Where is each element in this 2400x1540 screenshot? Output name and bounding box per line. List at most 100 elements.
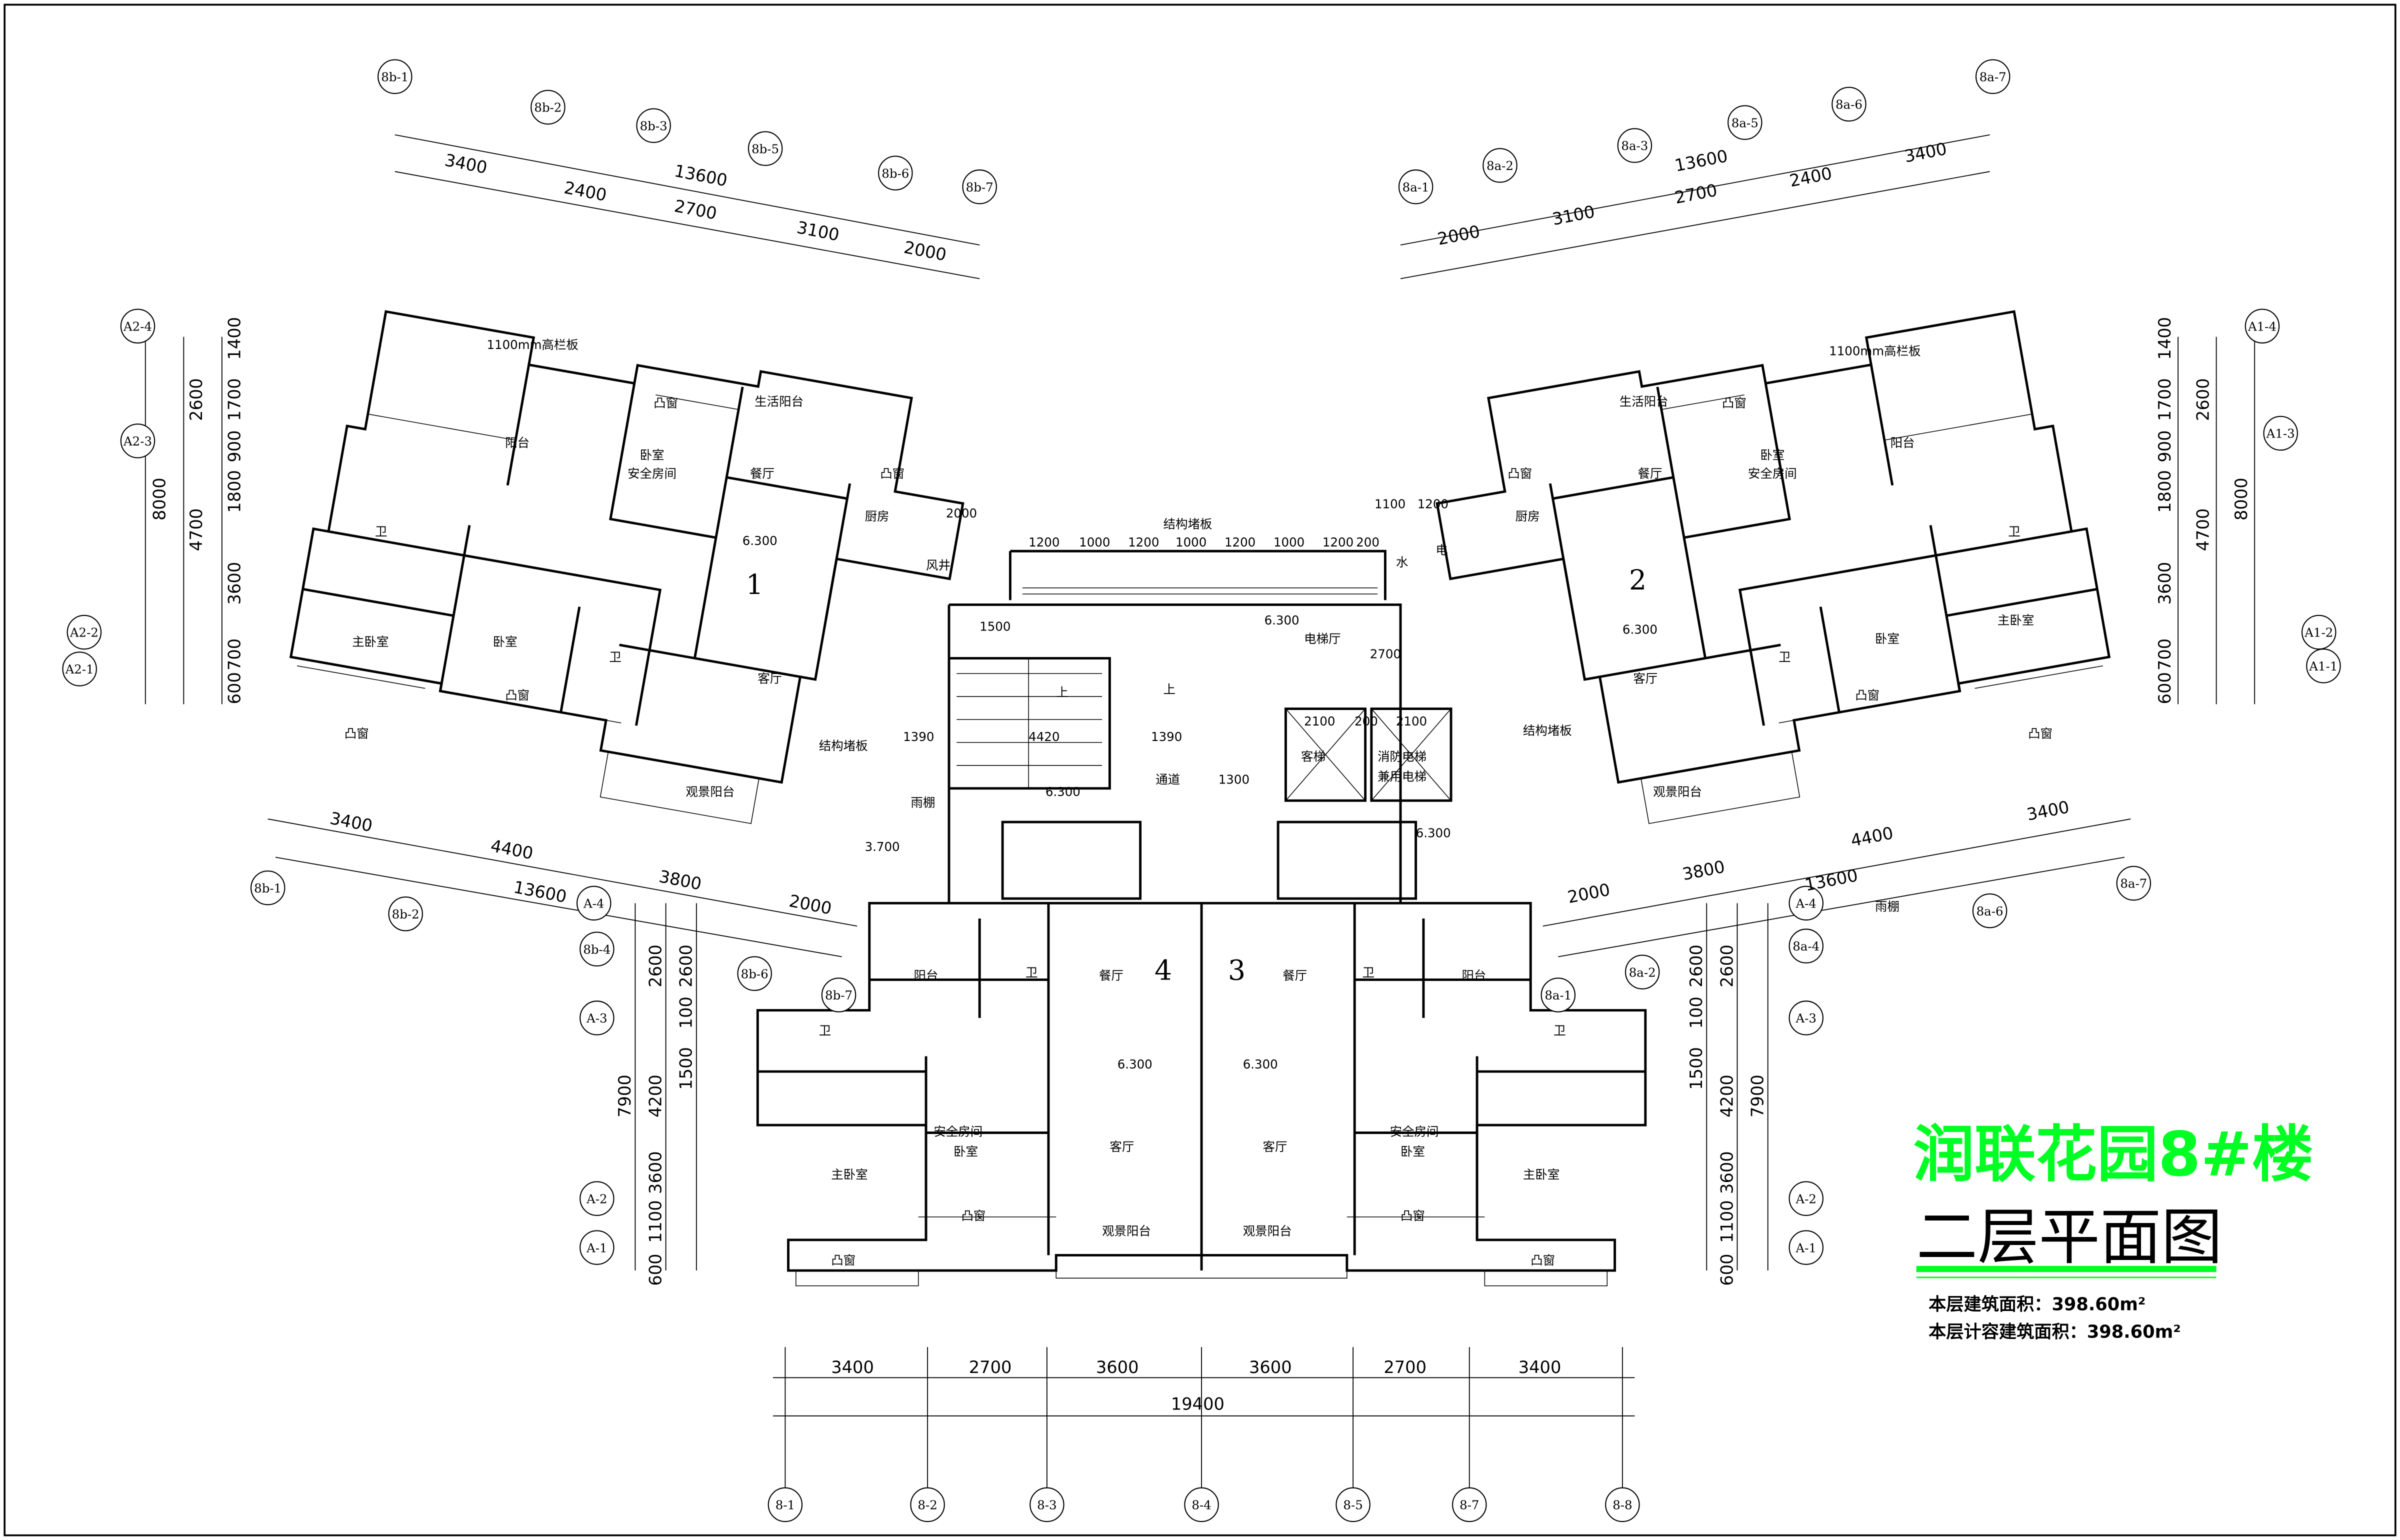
room-label: 观景阳台 [1243,1224,1292,1238]
building-area: 本层建筑面积：398.60m² [1928,1294,2146,1315]
dimension-lower_vertical_left: 3600 [646,1151,665,1194]
dimension-left_vertical: 1400 [225,317,244,360]
title-underline [1916,1266,2216,1272]
axis-bubble [636,108,671,143]
dimension-lower_vertical_left: 100 [676,996,696,1028]
dimension-mid_right: 3800 [1680,857,1726,884]
dimension-core: 1200 [1322,535,1354,550]
core-label: 结构堵板 [1523,724,1572,738]
room-label: 阳台 [914,968,938,982]
axis-bubble [910,1487,945,1522]
dimension-top_left: 2700 [672,196,718,224]
axis-bubble [2306,648,2341,684]
dimension-lower_vertical_right: 1100 [1717,1200,1736,1243]
room-label: 客厅 [1633,672,1658,686]
core-label: 3.700 [865,840,900,854]
dimension-right_vertical: 2600 [2193,378,2212,421]
dimension-lower_vertical_left: 2600 [646,944,665,988]
dimension-mid_right: 2000 [1566,880,1612,908]
axis-bubble [2302,614,2336,650]
room-label: 卫 [1554,1024,1566,1038]
room-label: 餐厅 [1099,968,1124,982]
dimension-lower_vertical_left: 1100 [646,1200,665,1243]
axis-label-mid_left: 8b-2 [392,907,420,922]
axis-bubble [1788,928,1824,964]
dimension-right_vertical: 700 [2155,638,2174,670]
room-label: 阳台 [505,436,530,450]
dimension-top_right: 3100 [1550,202,1596,229]
axis-bubble [378,59,412,94]
dimension-left_vertical: 1700 [225,378,244,421]
axis-bubble [737,956,772,991]
axis-label-lower_left_vertical: A-2 [586,1192,608,1206]
dimension-bottom: 3600 [1249,1358,1292,1377]
dimension-lower_vertical_left: 600 [646,1254,665,1286]
dimension-right_vertical: 900 [2155,430,2174,462]
axis-label-top_right: 8a-6 [1836,98,1862,112]
dimension-core: 2100 [1304,714,1335,728]
axis-label-lower_left_vertical: A-3 [586,1011,608,1026]
room-label: 卧室 [493,634,518,649]
dimension-top_right: 2400 [1788,164,1834,191]
axis-bubble [1605,1487,1640,1522]
room-label: 生活阳台 [754,394,804,408]
dimension-right_vertical: 1400 [2155,317,2174,360]
room-label: 客厅 [758,672,782,686]
axis-bubble [1972,893,2008,928]
room-label: 卫 [375,524,387,539]
axis-bubble [580,1000,614,1036]
dimension-top_left: 3100 [795,218,841,245]
axis-bubble [1788,1181,1824,1216]
dimension-core: 1200 [1224,535,1256,550]
dimension-core: 1000 [1176,535,1206,550]
axis-label-bottom: 8-2 [918,1498,937,1512]
axis-label-left_vertical: A2-4 [123,319,152,334]
room-label: 凸窗 [1508,466,1532,480]
axis-bubble [1788,1000,1824,1036]
axis-bubble [821,978,856,1012]
axis-label-mid_right: 8a-1 [1544,988,1572,1002]
dimension-core: 1200 [1418,497,1448,512]
axis-label-mid_right: 8a-7 [2120,876,2147,891]
dimension-left_vertical: 4700 [186,508,206,552]
axis-label-top_left: 8b-7 [966,180,994,194]
room-label: 客厅 [1263,1140,1288,1154]
room-label: 主卧室 [1523,1167,1560,1182]
axis-label-top_right: 8a-2 [1486,158,1514,173]
dimension-core: 200 [1354,714,1378,728]
dimension-core: 1000 [1079,535,1110,550]
axis-bubble [1482,148,1518,183]
axis-label-mid_right: 8a-6 [1976,904,2004,918]
axis-label-top_left: 8b-3 [640,118,668,133]
room-label: 凸窗 [880,466,904,480]
room-label: 卫 [1026,965,1038,980]
dimension-lower_vertical_right: 100 [1686,996,1706,1028]
room-label: 厨房 [1516,509,1540,524]
dimension-right_vertical: 600 [2155,672,2174,704]
axis-label-left_vertical: A2-2 [70,626,98,640]
unit-number-2: 2 [1629,564,1646,596]
project-title: 润联花园8#楼 [1914,1118,2314,1190]
dimension-core: 2000 [946,506,977,520]
axis-label-top_left: 8b-5 [752,142,779,156]
axis-label-bottom: 8-5 [1343,1498,1362,1512]
axis-label-mid_right: 8a-2 [1629,965,1656,980]
axis-label-mid_left: 8b-4 [583,942,610,956]
room-label: 凸窗 [344,726,369,741]
axis-bubble [1030,1487,1064,1522]
axis-bubble [2116,866,2152,901]
dimension-lower_vertical_right: 7900 [1748,1074,1768,1118]
room-label: 凸窗 [1855,688,1880,702]
dimension-core: 1000 [1274,535,1304,550]
dimension-top_right: 3400 [1902,139,1948,166]
core-label: 兼用电梯 [1378,769,1426,784]
axis-label-lower_right_vertical: A-2 [1795,1192,1816,1206]
room-label: 主卧室 [352,634,388,649]
core-label: 结构堵板 [819,738,868,753]
dimension-mid_left: 2000 [788,891,834,918]
dimension-core: 1500 [980,619,1010,634]
core-label: 1100mm高栏板 [1829,344,1920,358]
axis-bubble [1398,169,1434,204]
core-label: 1100mm高栏板 [486,338,578,352]
room-label: 凸窗 [831,1253,856,1268]
